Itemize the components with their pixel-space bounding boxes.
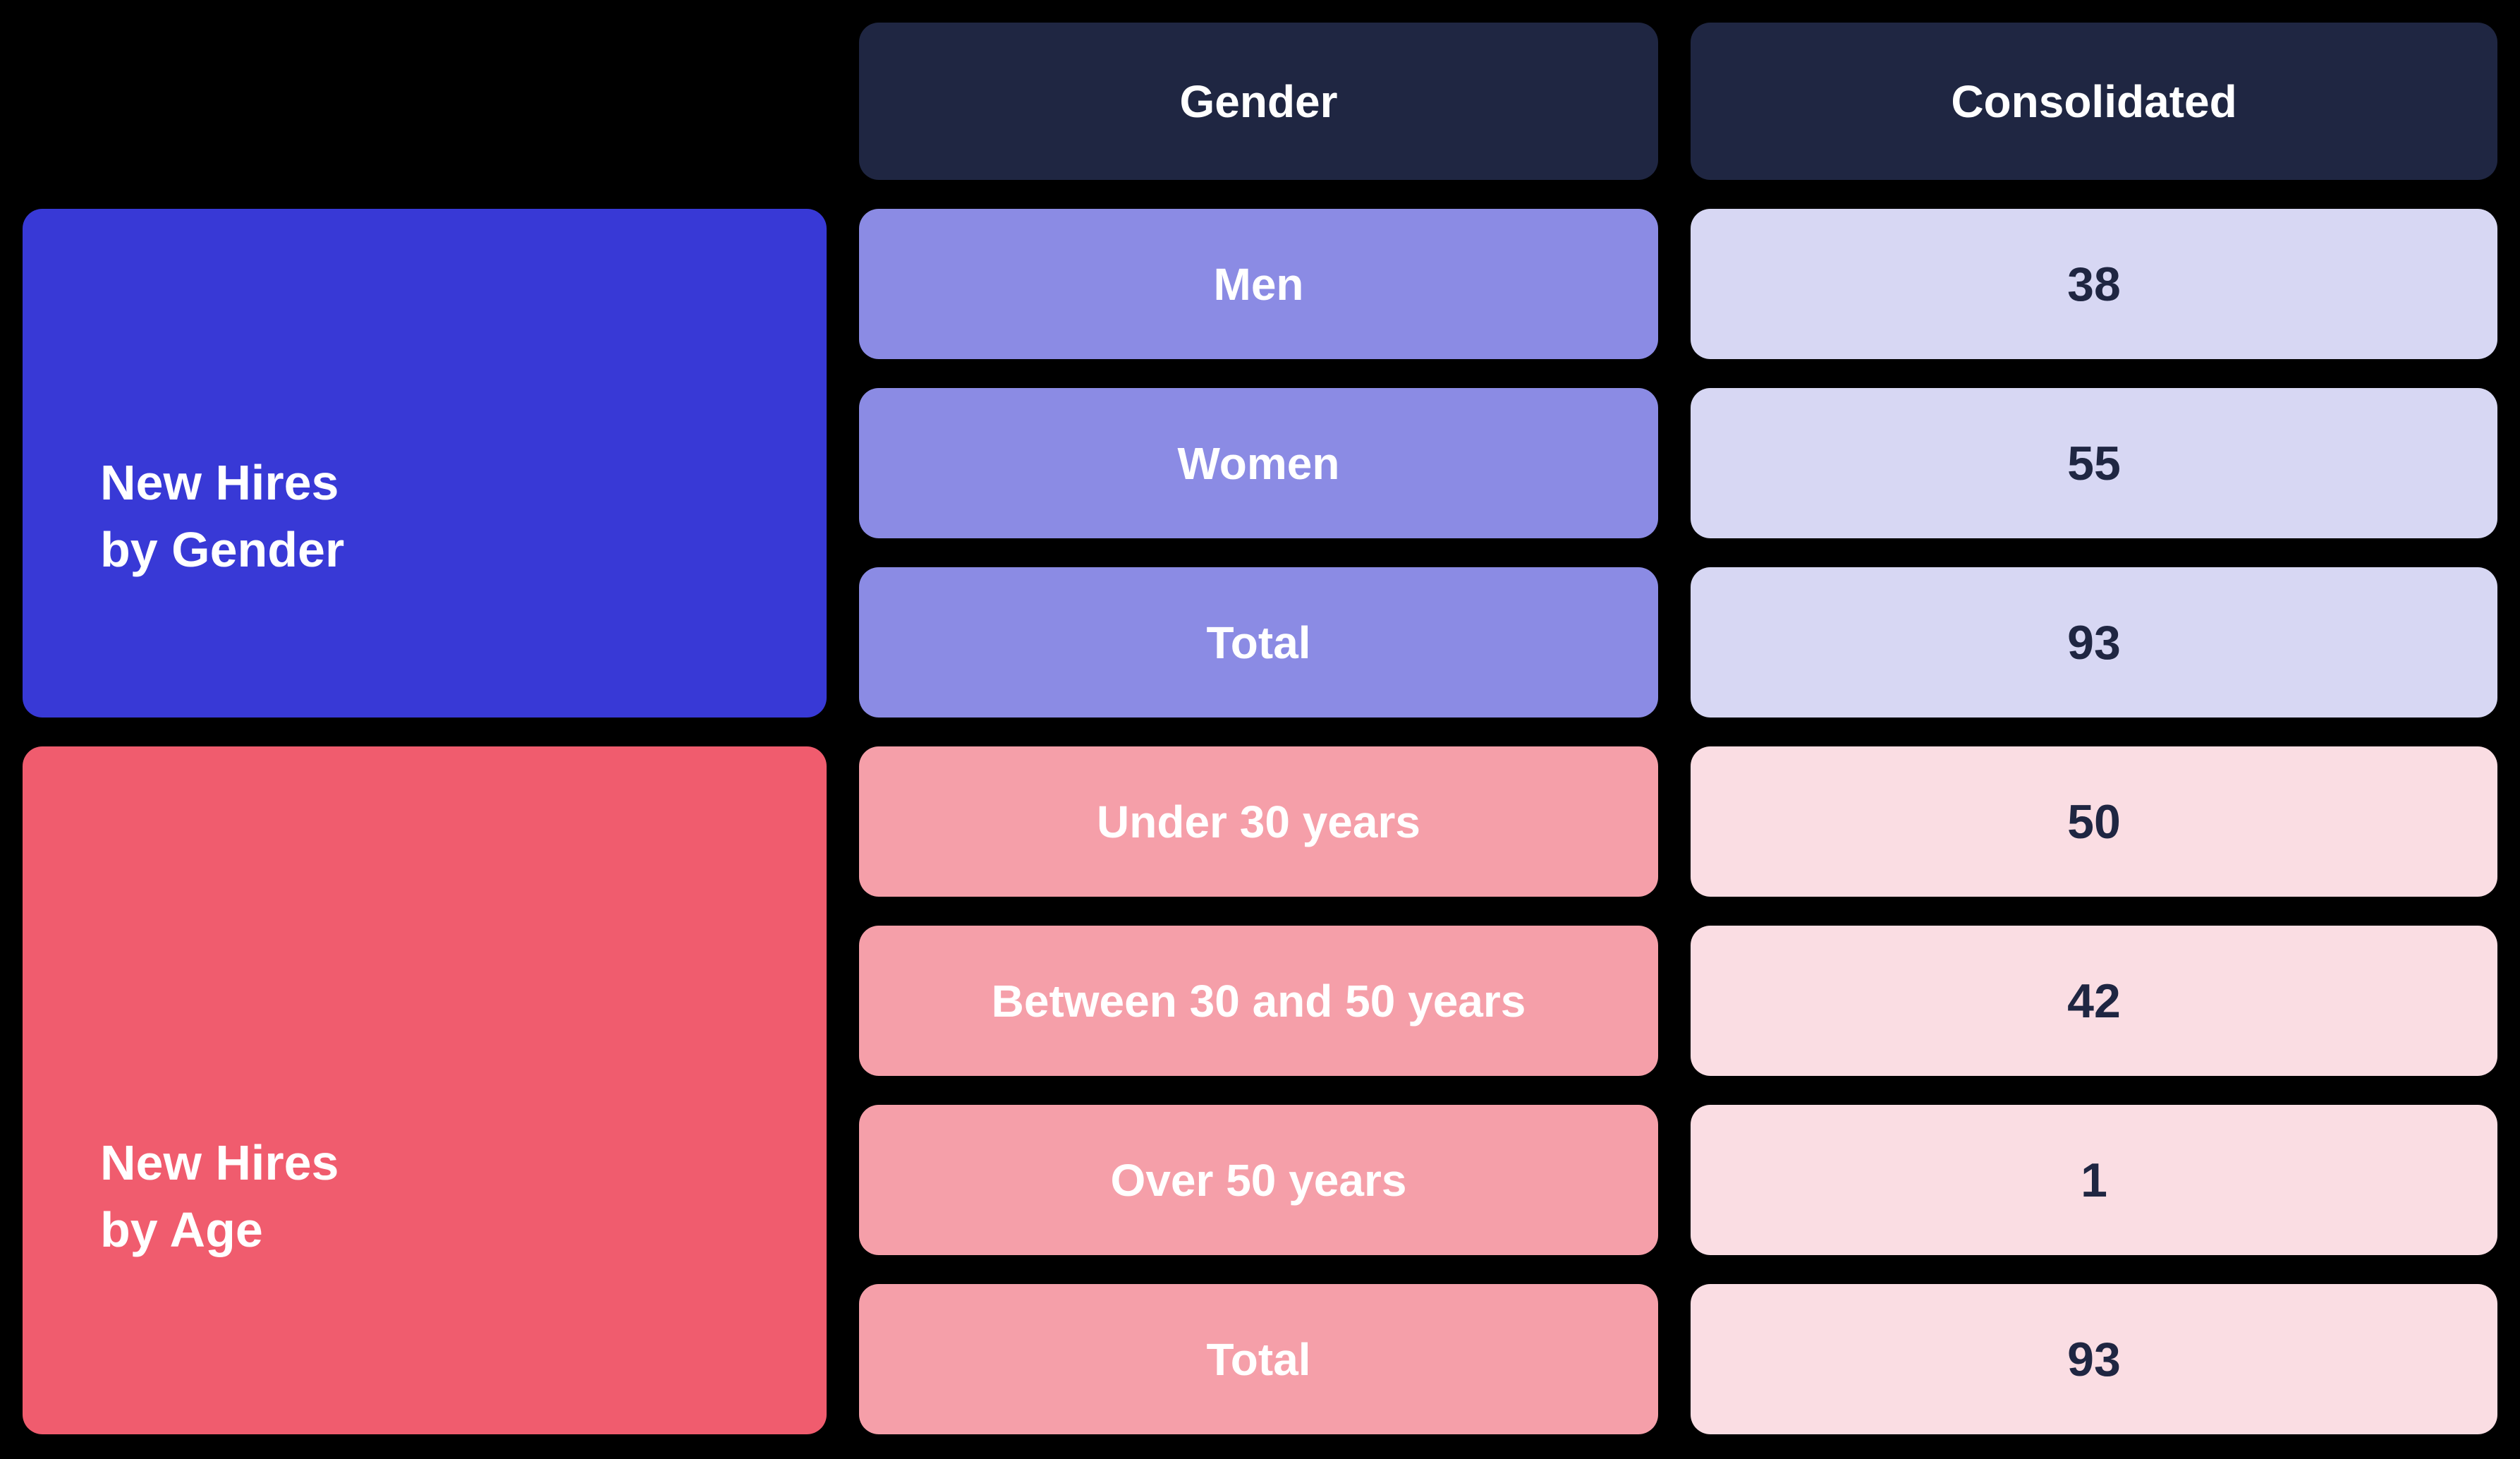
table-corner-spacer (23, 23, 827, 180)
column-header-gender-label: Gender (1179, 75, 1338, 127)
category-label: Under 30 years (1097, 796, 1420, 847)
value-label: 55 (2067, 436, 2121, 490)
value-cell-between-30-and-50-years: 42 (1691, 926, 2497, 1076)
category-cell-under-30-years: Under 30 years (859, 746, 1658, 897)
category-label: Between 30 and 50 years (991, 975, 1526, 1027)
category-cell-women: Women (859, 388, 1658, 538)
section-title-new-hires-by-age: New Hires by Age (100, 1130, 339, 1263)
column-header-gender: Gender (859, 23, 1658, 180)
value-cell-men: 38 (1691, 209, 2497, 359)
value-label: 93 (2067, 1332, 2121, 1386)
category-cell-men: Men (859, 209, 1658, 359)
column-header-consolidated-label: Consolidated (1951, 75, 2237, 127)
category-label: Total (1206, 1333, 1311, 1385)
section-title-line1: New Hires (100, 1135, 339, 1190)
section-title-new-hires-by-gender: New Hires by Gender (100, 449, 344, 583)
category-cell-total-age: Total (859, 1284, 1658, 1434)
category-cell-over-50-years: Over 50 years (859, 1105, 1658, 1255)
category-cell-total-gender: Total (859, 567, 1658, 718)
section-title-line2: by Gender (100, 521, 345, 577)
value-label: 93 (2067, 615, 2121, 670)
category-cell-between-30-and-50-years: Between 30 and 50 years (859, 926, 1658, 1076)
value-label: 42 (2067, 974, 2121, 1028)
section-card-new-hires-by-gender: New Hires by Gender (23, 209, 827, 718)
category-label: Men (1213, 258, 1304, 310)
value-cell-women: 55 (1691, 388, 2497, 538)
category-label: Women (1177, 437, 1340, 489)
category-label: Total (1206, 617, 1311, 668)
value-cell-over-50-years: 1 (1691, 1105, 2497, 1255)
section-title-line2: by Age (100, 1201, 263, 1257)
value-label: 50 (2067, 794, 2121, 849)
section-title-line1: New Hires (100, 455, 339, 510)
value-cell-under-30-years: 50 (1691, 746, 2497, 897)
value-label: 1 (2081, 1153, 2107, 1207)
category-label: Over 50 years (1110, 1154, 1407, 1206)
value-label: 38 (2067, 257, 2121, 311)
column-header-consolidated: Consolidated (1691, 23, 2497, 180)
value-cell-total-age: 93 (1691, 1284, 2497, 1434)
section-card-new-hires-by-age: New Hires by Age (23, 746, 827, 1434)
value-cell-total-gender: 93 (1691, 567, 2497, 718)
